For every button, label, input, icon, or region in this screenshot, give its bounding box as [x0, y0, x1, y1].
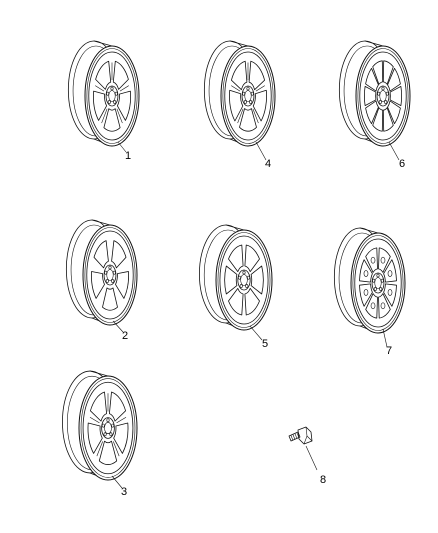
lug-bolt-leader	[305, 445, 318, 471]
wheel-3-leader	[111, 475, 123, 489]
wheel-5-callout: 5	[262, 338, 268, 350]
wheel-5-drawing	[198, 224, 273, 331]
wheel-4-leader	[255, 141, 267, 161]
wheel-6-leader	[388, 141, 400, 161]
wheel-4-drawing	[203, 40, 276, 147]
wheel-1-drawing	[67, 40, 140, 147]
wheel-5-leader	[249, 325, 263, 341]
wheel-2-callout: 2	[122, 330, 128, 342]
wheel-7-drawing	[333, 227, 406, 334]
wheel-7-callout: 7	[386, 345, 392, 357]
wheel-1-leader	[117, 141, 127, 153]
lug-bolt-drawing	[288, 426, 313, 445]
wheel-7-leader	[382, 328, 388, 348]
wheel-3-callout: 3	[121, 486, 127, 498]
wheel-2-leader	[112, 320, 124, 333]
wheel-3-drawing	[62, 370, 138, 481]
wheel-2-drawing	[65, 219, 138, 326]
wheel-4-callout: 4	[265, 158, 271, 170]
wheel-1-callout: 1	[125, 150, 131, 162]
wheel-6-drawing	[338, 40, 411, 147]
lug-bolt-callout: 8	[320, 474, 326, 486]
wheel-6-callout: 6	[399, 158, 405, 170]
